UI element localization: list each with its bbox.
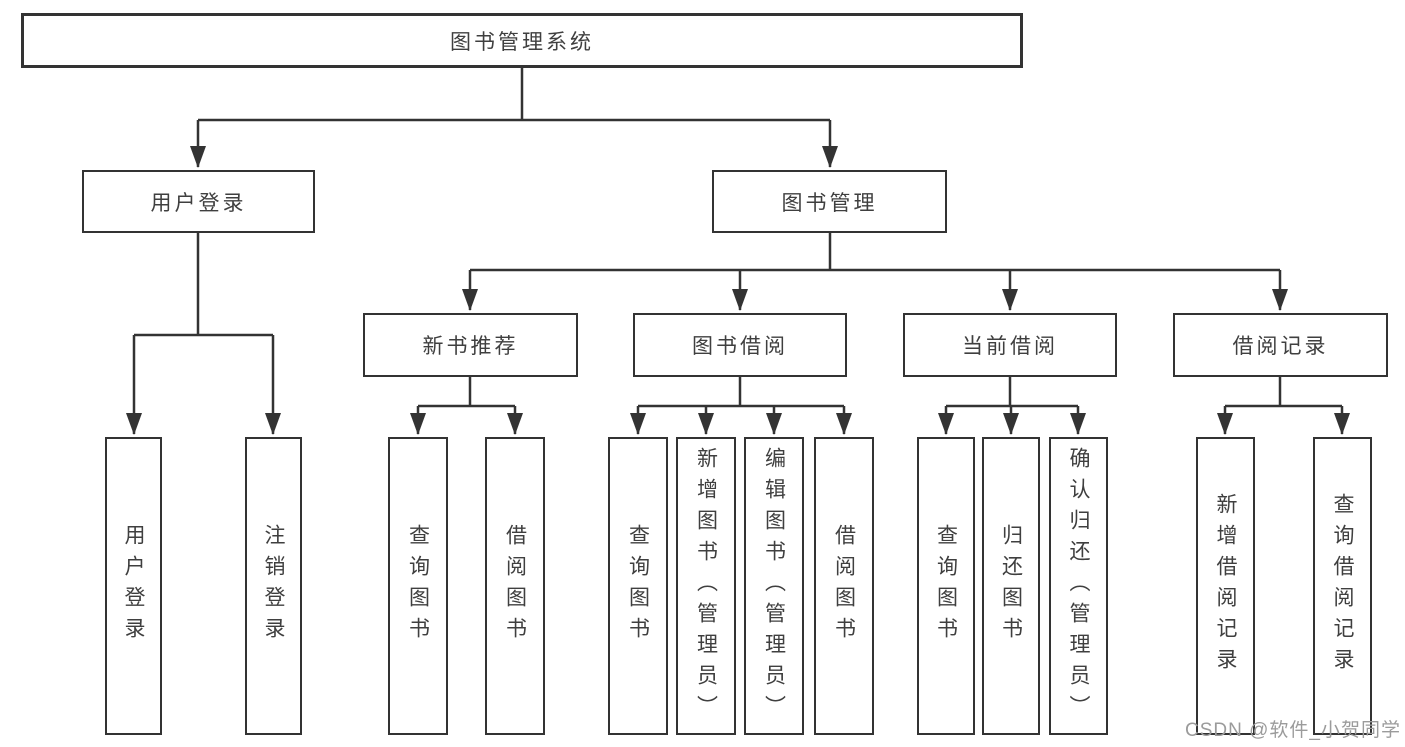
leaf-query-books-3-label: 查询图书 <box>934 524 958 648</box>
leaf-edit-books-admin-label: 编辑图书（管理员） <box>762 446 786 726</box>
leaf-user-login-label: 用户登录 <box>122 524 145 648</box>
node-borrowing-records: 借阅记录 <box>1173 313 1388 377</box>
leaf-query-borrow-record: 查询借阅记录 <box>1313 437 1372 735</box>
leaf-query-books-1-label: 查询图书 <box>406 524 430 648</box>
node-book-management: 图书管理 <box>712 170 947 233</box>
node-root: 图书管理系统 <box>21 13 1023 68</box>
node-user-login-label: 用户登录 <box>150 191 247 215</box>
node-borrowing-records-label: 借阅记录 <box>1232 335 1329 358</box>
node-current-borrowing: 当前借阅 <box>903 313 1117 377</box>
leaf-borrow-books-1-label: 借阅图书 <box>503 524 527 648</box>
leaf-query-borrow-record-label: 查询借阅记录 <box>1331 493 1354 679</box>
node-book-borrowing-label: 图书借阅 <box>692 335 788 358</box>
node-new-book-recommend-label: 新书推荐 <box>422 335 519 358</box>
node-current-borrowing-label: 当前借阅 <box>962 335 1058 358</box>
leaf-confirm-return-admin: 确认归还（管理员） <box>1049 437 1108 735</box>
leaf-confirm-return-admin-label: 确认归还（管理员） <box>1067 446 1090 726</box>
leaf-query-books-3: 查询图书 <box>917 437 975 735</box>
leaf-user-login: 用户登录 <box>105 437 162 735</box>
node-new-book-recommend: 新书推荐 <box>363 313 578 377</box>
leaf-add-borrow-record-label: 新增借阅记录 <box>1214 493 1237 679</box>
leaf-borrow-books-2: 借阅图书 <box>814 437 874 735</box>
leaf-add-books-admin: 新增图书（管理员） <box>676 437 736 735</box>
leaf-return-books: 归还图书 <box>982 437 1040 735</box>
leaf-logout: 注销登录 <box>245 437 302 735</box>
leaf-logout-label: 注销登录 <box>262 524 285 648</box>
csdn-watermark: CSDN @软件_小贺同学 <box>1185 720 1401 741</box>
leaf-query-books-2: 查询图书 <box>608 437 668 735</box>
leaf-query-books-1: 查询图书 <box>388 437 448 735</box>
node-user-login: 用户登录 <box>82 170 315 233</box>
leaf-borrow-books-2-label: 借阅图书 <box>832 524 856 648</box>
leaf-edit-books-admin: 编辑图书（管理员） <box>744 437 804 735</box>
node-book-borrowing: 图书借阅 <box>633 313 847 377</box>
leaf-add-books-admin-label: 新增图书（管理员） <box>694 446 718 726</box>
node-book-management-label: 图书管理 <box>781 191 878 215</box>
leaf-return-books-label: 归还图书 <box>999 524 1023 648</box>
leaf-add-borrow-record: 新增借阅记录 <box>1196 437 1255 735</box>
leaf-borrow-books-1: 借阅图书 <box>485 437 545 735</box>
node-root-label: 图书管理系统 <box>450 30 594 54</box>
leaf-query-books-2-label: 查询图书 <box>626 524 650 648</box>
